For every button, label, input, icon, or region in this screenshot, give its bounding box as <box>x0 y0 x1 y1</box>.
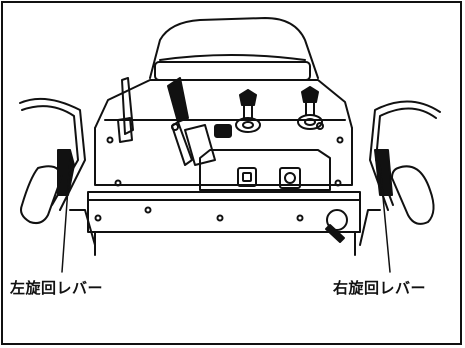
joystick-right <box>297 86 323 130</box>
joystick-left <box>235 89 261 133</box>
leader-line-left <box>61 159 71 273</box>
key-switch <box>325 209 348 243</box>
left-turn-lever-label: 左旋回レバー <box>10 279 104 297</box>
leader-line-right <box>379 164 391 273</box>
right-handlebar <box>359 100 441 246</box>
center-lever <box>167 77 216 166</box>
square-switch-right <box>279 167 301 189</box>
right-turn-lever-label: 右旋回レバー <box>333 279 427 297</box>
lower-plate <box>87 191 361 256</box>
tall-lever-left <box>117 77 134 143</box>
small-lever <box>214 124 232 138</box>
seat-back <box>149 17 319 81</box>
left-handlebar <box>19 97 96 246</box>
control-panel <box>94 79 353 191</box>
square-switch-left <box>237 167 257 187</box>
